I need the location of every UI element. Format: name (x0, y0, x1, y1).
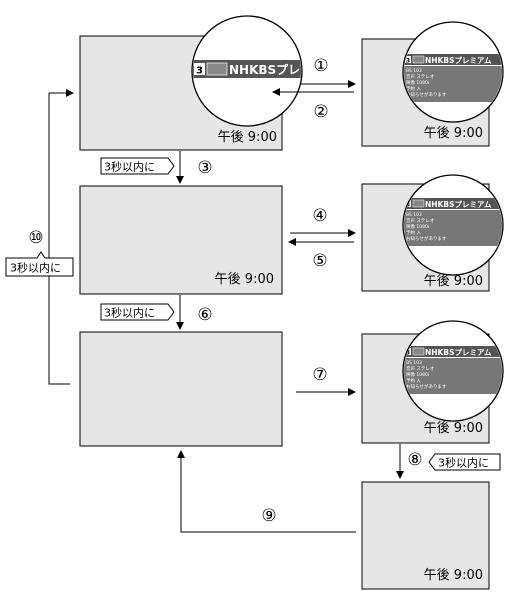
arrow-10 (48, 89, 74, 385)
banner-f-channel-name: NHKBSプレミアム (425, 347, 492, 357)
info-e-row-2: 音声 ステレオ (406, 217, 435, 224)
screen-d-time: 午後 9:00 (424, 126, 483, 141)
step-8: ⑧ (407, 450, 422, 470)
banner-e-logo-icon (412, 199, 425, 208)
step-9: ⑨ (261, 506, 276, 526)
screen-f-time: 午後 9:00 (424, 421, 483, 436)
banner-d-channel-number: 3 (406, 58, 410, 65)
info-d-row-5: お知らせがあります (406, 91, 447, 98)
info-e-row-1: BS 103 (406, 212, 422, 218)
banner-d-logo-icon (412, 55, 425, 64)
magnifier-a: 3 NHKBSプレ (191, 15, 303, 127)
tag-step-10: 3秒以内に (5, 251, 74, 277)
info-f-row-3: 映像 1080i (406, 371, 429, 378)
banner-a-logo-icon (206, 62, 228, 76)
tag-step-6: 3秒以内に (100, 303, 175, 321)
step-4: ④ (312, 206, 327, 226)
arrow-9 (177, 450, 356, 533)
step-3: ③ (197, 158, 212, 178)
info-d-row-3: 映像 1080i (406, 79, 429, 86)
banner-f-channel-number: 3 (406, 350, 410, 357)
screen-g-time: 午後 9:00 (424, 568, 483, 583)
step-1: ① (313, 56, 328, 76)
screen-b: 午後 9:00 (79, 185, 283, 295)
screen-a-time: 午後 9:00 (218, 130, 277, 145)
tag-step-3: 3秒以内に (100, 157, 175, 175)
magnifier-f: 3 NHKBSプレミアム BS 103 音声 ステレオ 映像 1080i 予約 … (402, 320, 504, 422)
info-d-row-2: 音声 ステレオ (406, 73, 435, 80)
banner-e-channel-name: NHKBSプレミアム (425, 199, 492, 209)
info-d-row-1: BS 103 (406, 68, 422, 74)
banner-d-channel-name: NHKBSプレミアム (425, 55, 492, 65)
step-7: ⑦ (312, 365, 327, 385)
info-f-row-2: 音声 ステレオ (406, 365, 435, 372)
info-f-row-5: お知らせがあります (406, 383, 447, 390)
magnifier-e: 3 NHKBSプレミアム BS 103 音声 ステレオ 映像 1080i 予約 … (402, 174, 504, 276)
step-10: ⑩ (28, 228, 43, 248)
tag-step-6-label: 3秒以内に (104, 306, 155, 320)
banner-a-channel-name: NHKBSプレ (229, 62, 300, 77)
screen-g: 午後 9:00 (361, 481, 490, 590)
step-5: ⑤ (312, 251, 327, 271)
screen-e-time: 午後 9:00 (424, 274, 483, 289)
info-f-row-4: 予約 入 (406, 377, 421, 384)
info-e-row-4: 予約 入 (406, 229, 421, 236)
banner-f-logo-icon (412, 347, 425, 356)
tag-step-8: 3秒以内に (428, 453, 501, 471)
step-2: ② (313, 102, 328, 122)
step-6: ⑥ (197, 305, 212, 325)
magnifier-d: 3 NHKBSプレミアム BS 103 音声 ステレオ 映像 1080i 予約 … (402, 21, 504, 123)
info-e-row-3: 映像 1080i (406, 223, 429, 230)
info-f-row-1: BS 103 (406, 360, 422, 366)
info-e-row-5: お知らせがあります (406, 235, 447, 242)
screen-c (79, 331, 283, 447)
tag-step-10-label: 3秒以内に (10, 261, 61, 275)
step-numbers: ① ② ③ ④ ⑤ ⑥ ⑦ ⑧ ⑨ ⑩ (28, 56, 422, 526)
tag-step-8-label: 3秒以内に (438, 456, 489, 470)
screen-b-time: 午後 9:00 (215, 272, 274, 287)
tag-step-3-label: 3秒以内に (104, 160, 155, 174)
banner-a-channel-number: 3 (196, 66, 203, 77)
info-d-row-4: 予約 入 (406, 85, 421, 92)
